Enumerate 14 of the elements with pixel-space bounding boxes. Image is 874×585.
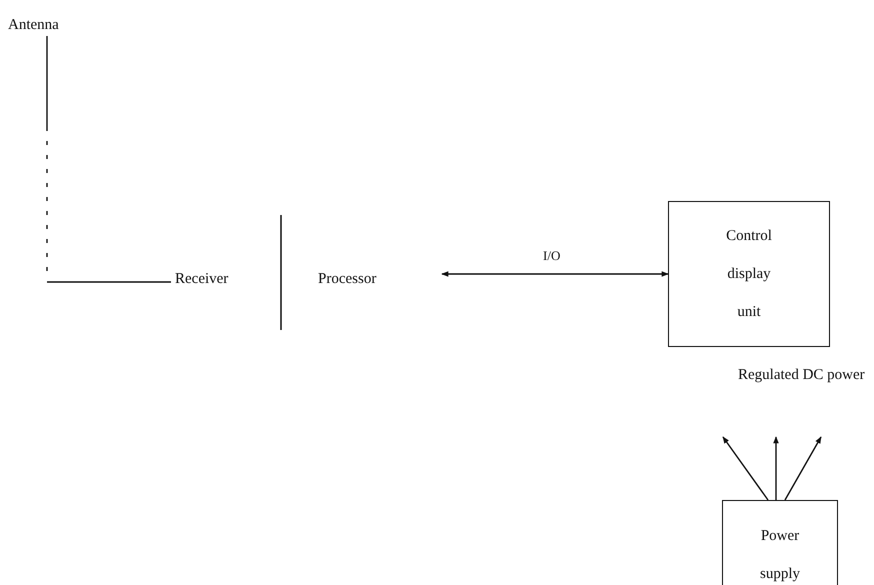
connector-line — [46, 36, 171, 283]
note-text: Regulated DC power — [738, 366, 865, 384]
arrow — [773, 436, 779, 500]
arrow — [722, 436, 769, 500]
block-box — [668, 201, 830, 347]
block-box — [722, 500, 838, 585]
block-label: Power supply — [758, 527, 801, 584]
block-label: Antenna — [8, 16, 59, 34]
edge-label: I/O — [541, 248, 562, 263]
block-label: Control display unit — [725, 227, 773, 322]
arrow — [784, 436, 822, 500]
arrow — [441, 271, 669, 277]
block-label: Receiver — [175, 270, 228, 288]
block-label: Processor — [318, 270, 376, 288]
